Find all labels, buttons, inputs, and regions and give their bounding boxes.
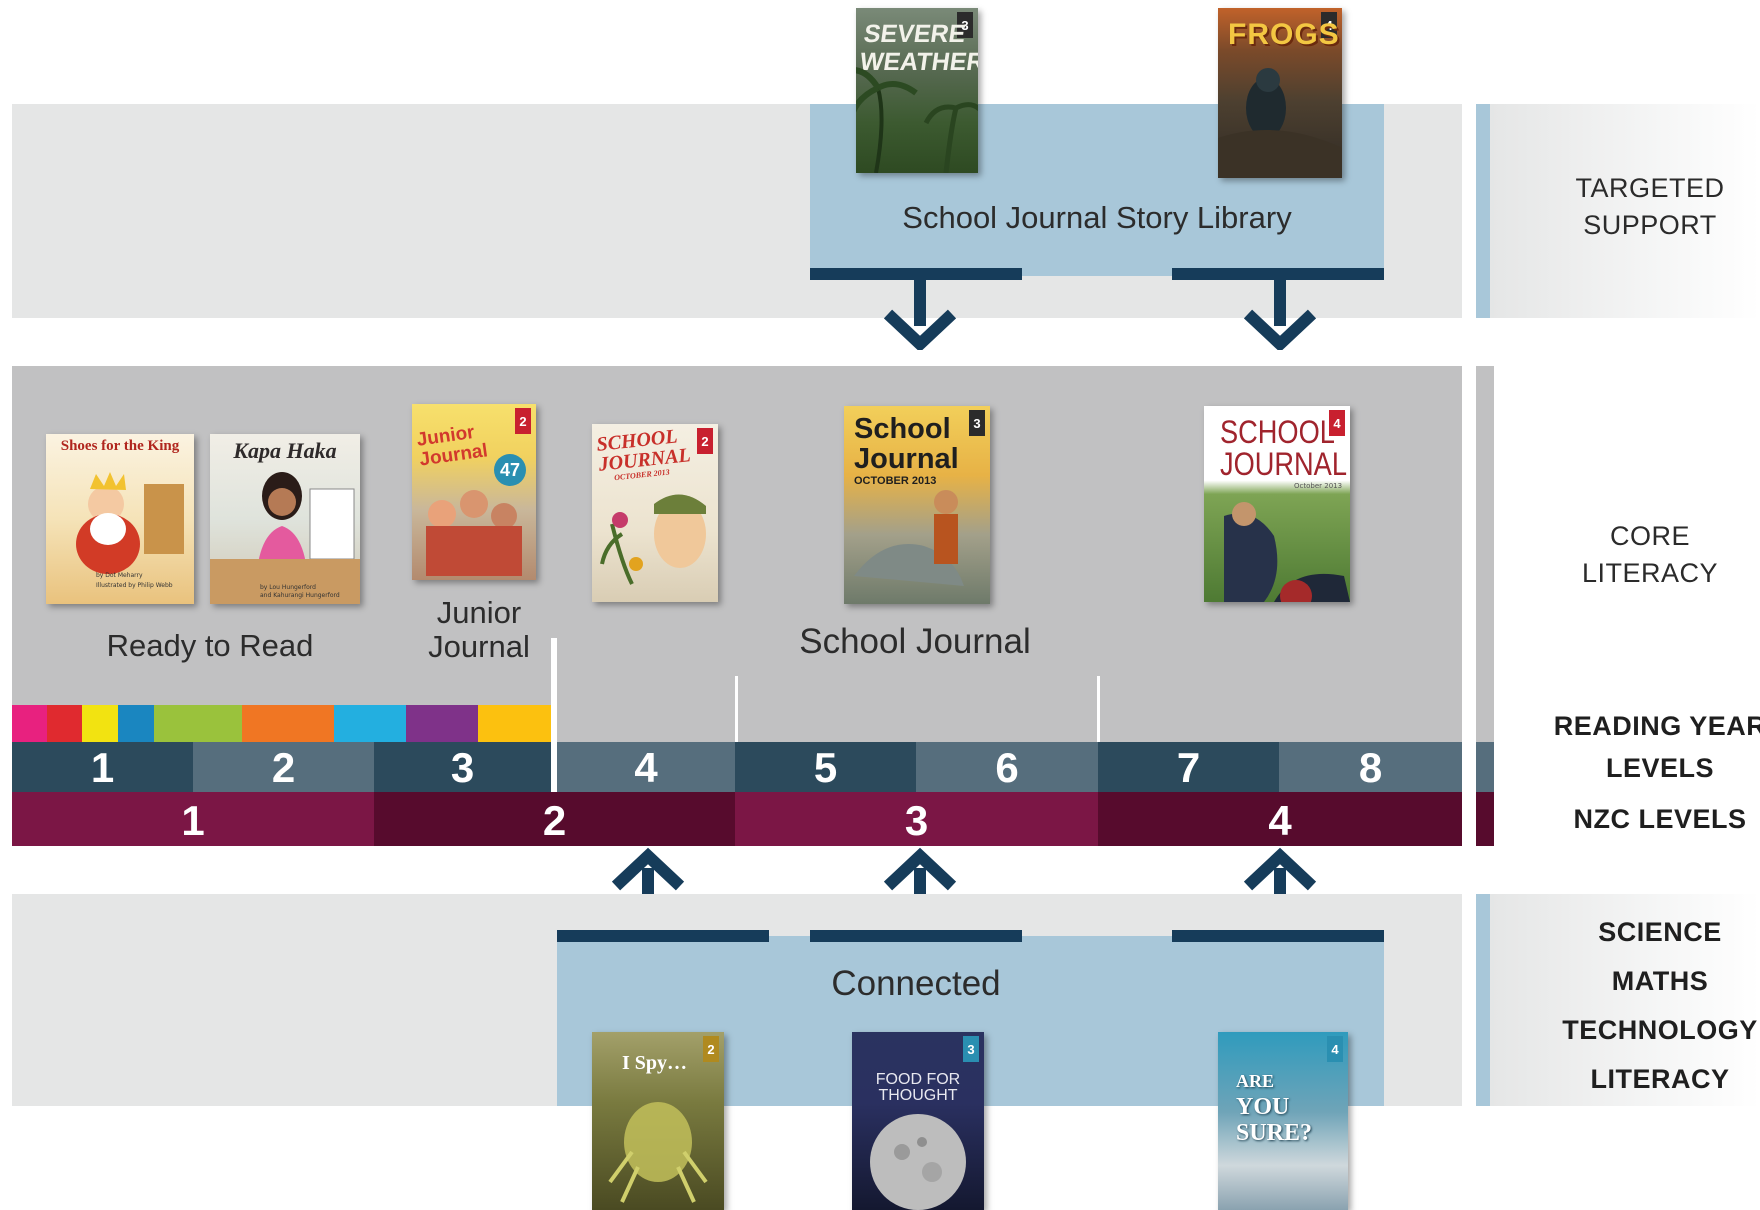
food-for-thought-cover: 3 FOOD FOR THOUGHT [852, 1032, 984, 1210]
moon-illustration [870, 1114, 966, 1210]
junior-journal-illustration [426, 490, 522, 576]
king-illustration [76, 472, 184, 574]
core-literacy-label: CORE LITERACY [1581, 521, 1719, 588]
color-swatch [47, 705, 82, 742]
color-swatch [478, 705, 551, 742]
color-swatch [406, 705, 478, 742]
core-literacy-side-bar [1476, 366, 1494, 742]
nzc-level-1: 1 [12, 792, 374, 846]
color-swatch [154, 705, 242, 742]
reading-year-2: 2 [193, 742, 374, 792]
school-journal-level-4-cover: 4 SCHOOL JOURNAL October 2013 [1204, 406, 1350, 602]
frogs-cover: 4 FROGS [1218, 8, 1342, 178]
reading-year-8: 8 [1279, 742, 1462, 792]
i-spy-cover: 2 I Spy… [592, 1032, 724, 1210]
divider-level-2 [551, 638, 557, 792]
reading-year-5: 5 [735, 742, 916, 792]
frogs-title: FROGS [1228, 18, 1340, 51]
connected-side-fade [1490, 894, 1760, 1106]
story-library-bar-right [1172, 268, 1384, 280]
connected-subjects-label: SCIENCE MATHS TECHNOLOGY LITERACY [1562, 917, 1758, 1094]
story-library-title: School Journal Story Library [902, 200, 1292, 235]
kapa-haka-girl-illustration [210, 472, 360, 604]
nzc-levels-label: NZC LEVELS [1573, 804, 1747, 834]
reading-year-6: 6 [916, 742, 1098, 792]
nzc-level-2: 2 [374, 792, 735, 846]
targeted-support-side-bar [1476, 104, 1494, 318]
school-journal-level-3-cover: 3 School Journal OCTOBER 2013 [844, 406, 990, 604]
nzc-level-4: 4 [1098, 792, 1462, 846]
connected-bar-1 [557, 930, 769, 942]
school-journal-level-2-cover: 2 SCHOOL JOURNAL OCTOBER 2013 [592, 424, 718, 602]
connected-bar-2 [810, 930, 1022, 942]
junior-journal-cover: 2 Junior Journal 47 [412, 404, 536, 580]
school-journal-4-illustration [1224, 502, 1350, 602]
divider-level-4 [1097, 676, 1100, 742]
story-library-bar-left [810, 268, 1022, 280]
color-swatch [334, 705, 406, 742]
frogs-diver-illustration [1218, 68, 1342, 178]
color-swatch [82, 705, 118, 742]
are-you-sure-cover: 4 ARE YOU SURE? [1218, 1032, 1348, 1210]
school-journal-label: School Journal [799, 622, 1031, 661]
reading-year-side-cap [1476, 742, 1494, 792]
divider-level-3 [735, 676, 738, 742]
targeted-support-label: TARGETED SUPPORT [1575, 173, 1725, 240]
arrow-down-level-4 [1243, 280, 1317, 350]
junior-journal-number-badge: 47 [494, 454, 526, 486]
kapa-haka-cover: Kapa Haka by Lou Hungerford and Kahurang… [210, 434, 360, 604]
color-swatch [12, 705, 47, 742]
palm-tree-illustration [856, 67, 978, 173]
shoes-for-the-king-cover: Shoes for the King by Dot Meharry Illust… [46, 434, 194, 604]
arrow-down-level-3 [883, 280, 957, 350]
reading-year-levels-label: READING YEAR LEVELS [1553, 711, 1760, 783]
nzc-side-cap [1476, 792, 1494, 846]
reading-year-4: 4 [557, 742, 735, 792]
junior-journal-label: Junior Journal [428, 595, 530, 664]
nzc-level-3: 3 [735, 792, 1098, 846]
connected-side-bar [1476, 894, 1494, 1106]
reading-year-7: 7 [1098, 742, 1279, 792]
targeted-support-side-fade [1490, 104, 1760, 318]
reading-year-3: 3 [374, 742, 551, 792]
color-swatch [242, 705, 334, 742]
school-journal-3-illustration [854, 490, 964, 586]
reading-year-1: 1 [12, 742, 193, 792]
connected-title: Connected [831, 964, 1001, 1003]
severe-weather-cover: 3 SEVERE WEATHER [856, 8, 978, 173]
color-swatch [118, 705, 154, 742]
connected-bar-3 [1172, 930, 1384, 942]
ready-to-read-label: Ready to Read [106, 628, 314, 663]
school-journal-2-illustration [600, 494, 706, 585]
mite-illustration [608, 1102, 708, 1203]
